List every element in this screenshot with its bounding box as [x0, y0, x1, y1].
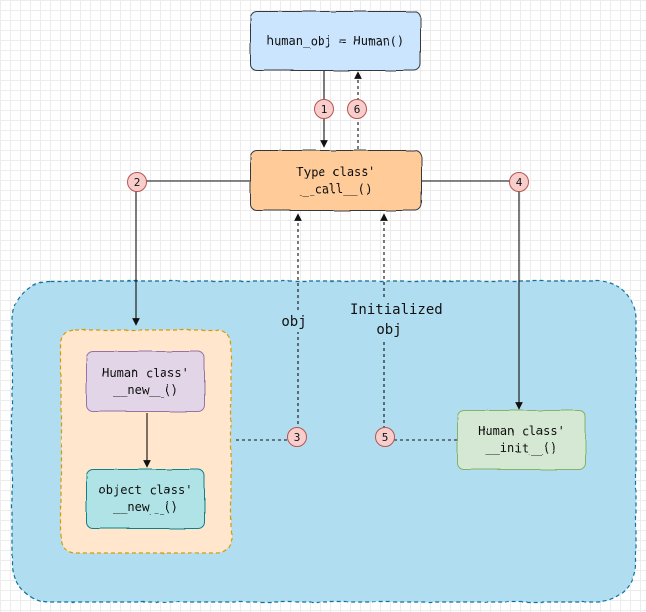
edge-label-initialized-obj: Initialized obj	[350, 300, 443, 340]
human-obj-node[interactable]: human_obj = Human()	[250, 11, 421, 71]
human-obj-label: human_obj = Human()	[266, 33, 405, 48]
human-new-label: Human class' __new__()	[102, 365, 189, 397]
step-badge-2: 2	[127, 172, 147, 192]
step-badge-4: 4	[509, 172, 529, 192]
type-call-label: Type class' __call__()	[296, 164, 376, 196]
step-badge-5: 5	[375, 427, 395, 447]
step-badge-1: 1	[314, 99, 334, 119]
human-init-node[interactable]: Human class' __init__()	[457, 410, 586, 470]
type-call-node[interactable]: Type class' __call__()	[250, 150, 422, 211]
human-new-node[interactable]: Human class' __new__()	[86, 351, 205, 412]
object-new-label: object class' __new__()	[98, 483, 193, 514]
step-badge-3: 3	[287, 427, 307, 447]
human-init-label: Human class' __init__()	[478, 424, 565, 455]
step-badge-6: 6	[347, 99, 367, 119]
object-new-node[interactable]: object class' __new__()	[86, 469, 205, 529]
edge-label-obj: obj	[281, 312, 307, 332]
